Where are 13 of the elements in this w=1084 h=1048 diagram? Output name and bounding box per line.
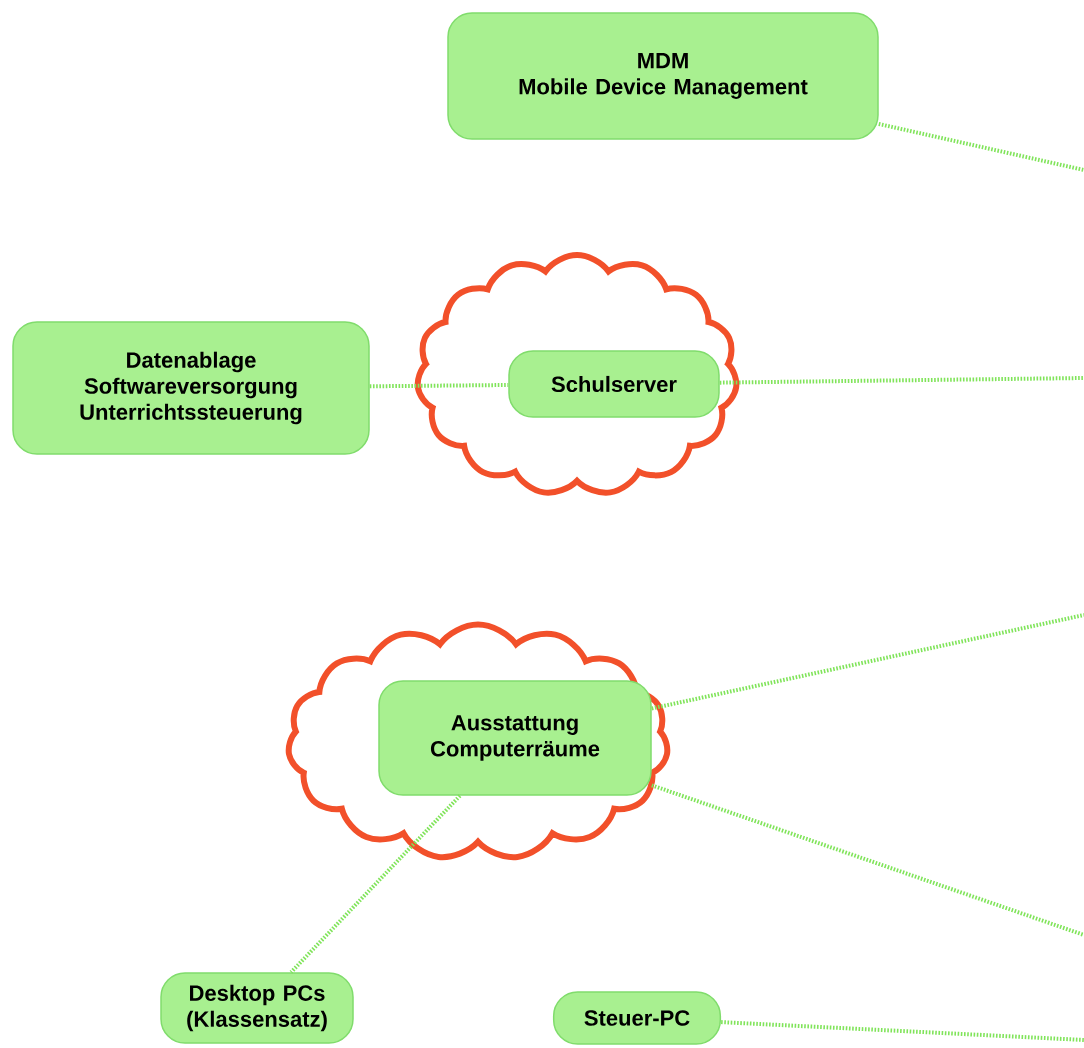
rounded-box: Desktop PCs (Klassensatz) [160, 972, 354, 1044]
dotted-connector [878, 122, 1084, 172]
dotted-connector [369, 383, 509, 389]
rounded-box: Ausstattung Computerräume [378, 680, 652, 796]
dotted-connector [289, 794, 462, 974]
rounded-box: Steuer-PC [552, 991, 722, 1045]
rounded-box: Datenablage Softwareversorgung Unterrichtssteuerung [12, 321, 370, 455]
dotted-connector [651, 613, 1084, 711]
rounded-box: Schulserver [508, 350, 720, 418]
dotted-connector [721, 1020, 1084, 1042]
dotted-connector [719, 376, 1084, 385]
rounded-box: MDM Mobile Device Management [447, 12, 879, 140]
dotted-connector [651, 783, 1084, 937]
